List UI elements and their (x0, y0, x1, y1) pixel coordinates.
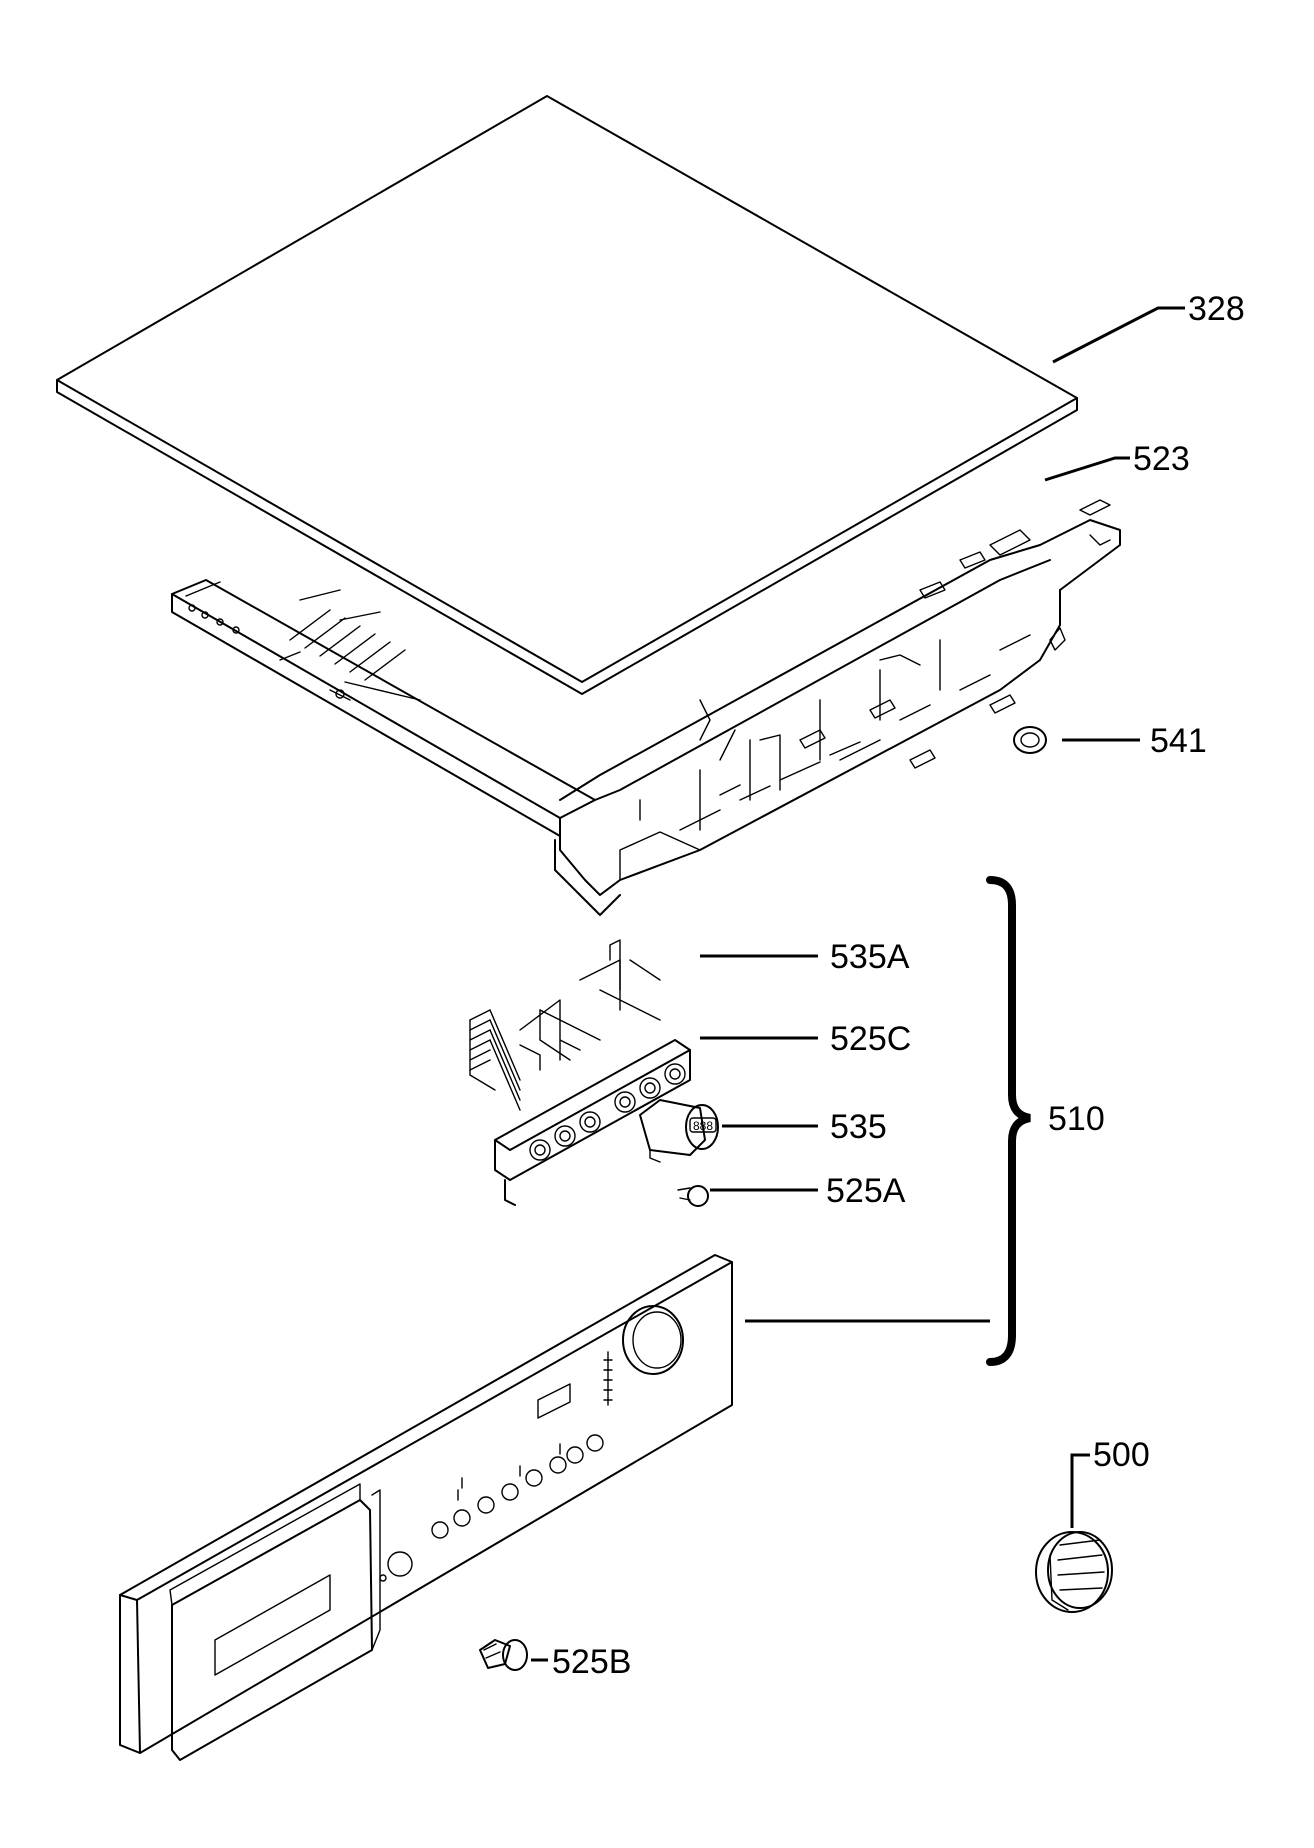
label-525C: 525C (830, 1020, 911, 1058)
label-535: 535 (830, 1108, 887, 1146)
label-525A: 525A (826, 1172, 906, 1210)
label-523: 523 (1133, 440, 1190, 478)
control-panel-510 (119, 1254, 733, 1761)
label-525B: 525B (552, 1643, 631, 1681)
label-510: 510 (1048, 1100, 1105, 1138)
button-525A (677, 1185, 709, 1207)
button-holder-525C (494, 1039, 691, 1206)
label-541: 541 (1150, 722, 1207, 760)
top-plate-328 (56, 95, 1078, 695)
bracket-510 (986, 876, 1031, 1366)
button-525B (479, 1639, 528, 1671)
label-500: 500 (1093, 1436, 1150, 1474)
label-328: 328 (1188, 290, 1245, 328)
knob-500 (1035, 1531, 1113, 1613)
display-module-535: 888 (639, 1099, 719, 1163)
leader-lines (531, 306, 1185, 1662)
light-pipes-535A (469, 939, 661, 1111)
ring-541 (1013, 726, 1047, 754)
label-535A: 535A (830, 938, 910, 976)
control-frame-523 (171, 499, 1121, 916)
svg-text:888: 888 (693, 1119, 713, 1133)
